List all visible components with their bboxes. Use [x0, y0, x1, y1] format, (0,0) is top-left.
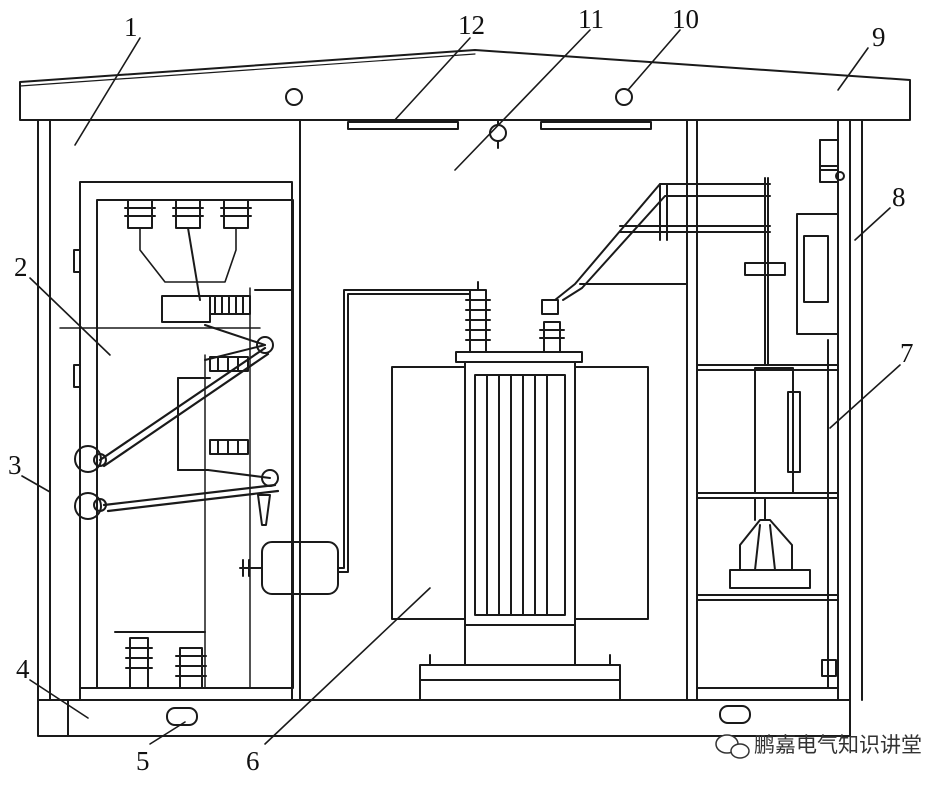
lifting-hole-right — [719, 705, 751, 724]
lv-bushing — [539, 299, 565, 353]
vent-hole-left — [285, 88, 303, 106]
leader-lines — [21, 29, 901, 745]
hv-cable — [239, 289, 471, 595]
hv-room — [59, 181, 471, 701]
callout-8: 8 — [892, 182, 906, 212]
callout-1: 1 — [124, 12, 138, 42]
bottom-insulators — [114, 631, 207, 689]
vent-hole-10 — [615, 88, 633, 106]
callout-7: 7 — [900, 338, 914, 368]
hv-bushing — [465, 281, 491, 353]
lifting-hole-5 — [166, 707, 198, 726]
enclosure — [37, 119, 863, 701]
base — [37, 699, 851, 737]
lv-room — [696, 139, 845, 689]
callout-6: 6 — [246, 746, 260, 776]
hook-11 — [489, 124, 507, 142]
callout-5: 5 — [136, 746, 150, 776]
callouts: 1 2 3 4 5 6 7 8 9 10 11 12 — [8, 4, 914, 776]
watermark: 鹏嘉电气知识讲堂 — [715, 733, 922, 759]
callout-10: 10 — [672, 4, 699, 34]
callout-2: 2 — [14, 252, 28, 282]
lv-busbar — [554, 183, 771, 301]
watermark-text: 鹏嘉电气知识讲堂 — [754, 733, 922, 757]
operating-levers — [74, 346, 280, 526]
callout-11: 11 — [578, 4, 604, 34]
callout-4: 4 — [16, 654, 30, 684]
callout-12: 12 — [458, 10, 485, 40]
lamp-12-left — [347, 121, 459, 130]
callout-9: 9 — [872, 22, 886, 52]
callout-3: 3 — [8, 450, 22, 480]
top-insulators — [124, 199, 252, 301]
lamp-12-right — [540, 121, 652, 130]
roof — [19, 49, 911, 149]
wechat-icon — [715, 734, 750, 759]
transformer-room — [391, 183, 771, 701]
load-switch — [161, 295, 279, 487]
